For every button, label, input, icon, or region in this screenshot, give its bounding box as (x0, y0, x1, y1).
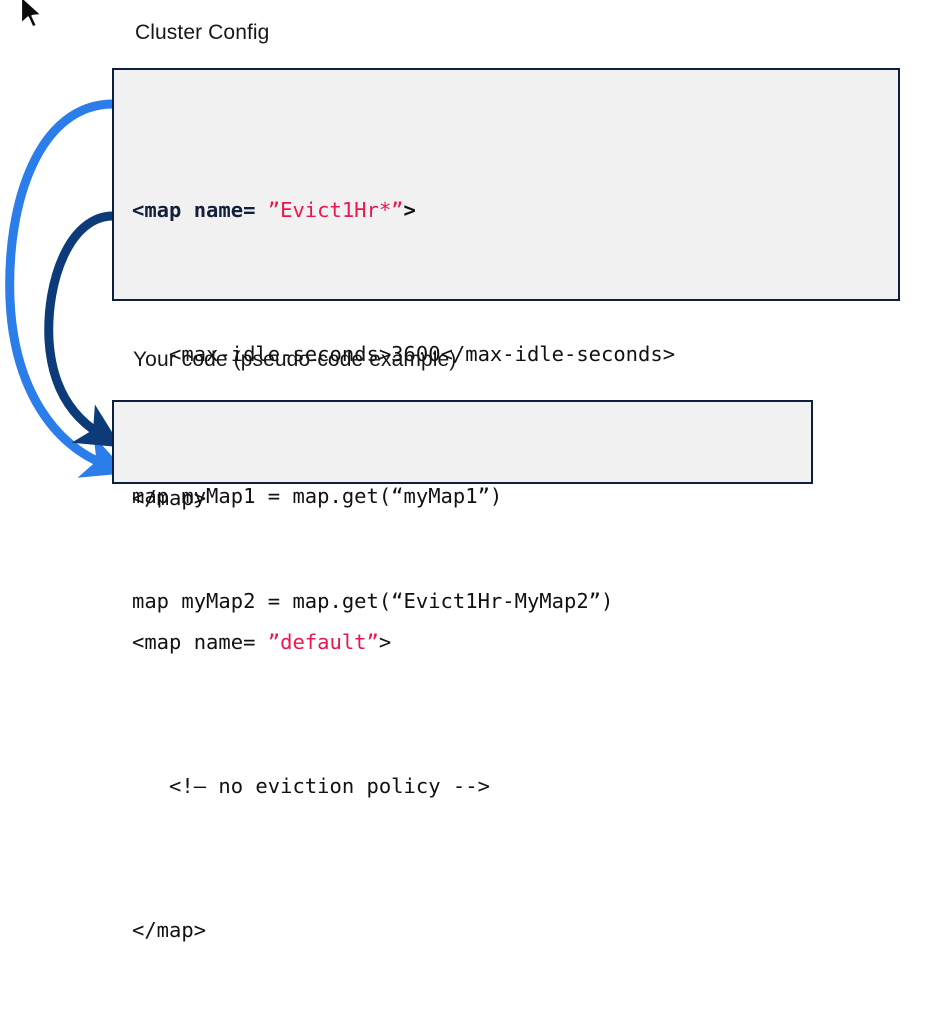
user-code-line-2: map myMap2 = map.get(“Evict1Hr-MyMap2”) (132, 589, 614, 613)
config-line-4-string: ”default” (267, 630, 379, 654)
user-code-line-1: map myMap1 = map.get(“myMap1”) (132, 484, 503, 508)
cluster-config-code-block: <map name= ”Evict1Hr*”> <max-idle-second… (112, 68, 900, 942)
mouse-pointer-icon (19, 0, 44, 29)
diagram-canvas: Cluster Config <map name= ”Evict1Hr*”> <… (5, 0, 900, 942)
config-line-2: <max-idle-seconds>3600</max-idle-seconds… (132, 342, 676, 366)
config-line-4-bracket: > (378, 630, 392, 654)
config-line-4: <map name= ”default”> (132, 624, 898, 660)
config-line-1: <map name= ”Evict1Hr*”> (132, 192, 898, 228)
config-line-5-comment: <!– no eviction policy --> (132, 774, 490, 798)
config-line-1-string: ”Evict1Hr*” (267, 198, 404, 222)
config-line-1-tag: <map name= (132, 198, 268, 222)
config-line-1-bracket: > (403, 198, 416, 222)
config-line-4-tag: <map name= (132, 630, 268, 654)
cluster-config-heading: Cluster Config (135, 21, 270, 44)
config-line-6: </map> (132, 918, 207, 942)
your-code-code-block: map myMap1 = map.get(“myMap1”) map myMap… (112, 400, 813, 613)
arrow-evict1hr-to-mymap2 (5, 99, 128, 478)
arrow-default-to-mymap1 (44, 211, 122, 448)
config-line-3: </map> (132, 486, 207, 510)
your-code-heading: Your code (pseudo-code example) (133, 348, 457, 371)
